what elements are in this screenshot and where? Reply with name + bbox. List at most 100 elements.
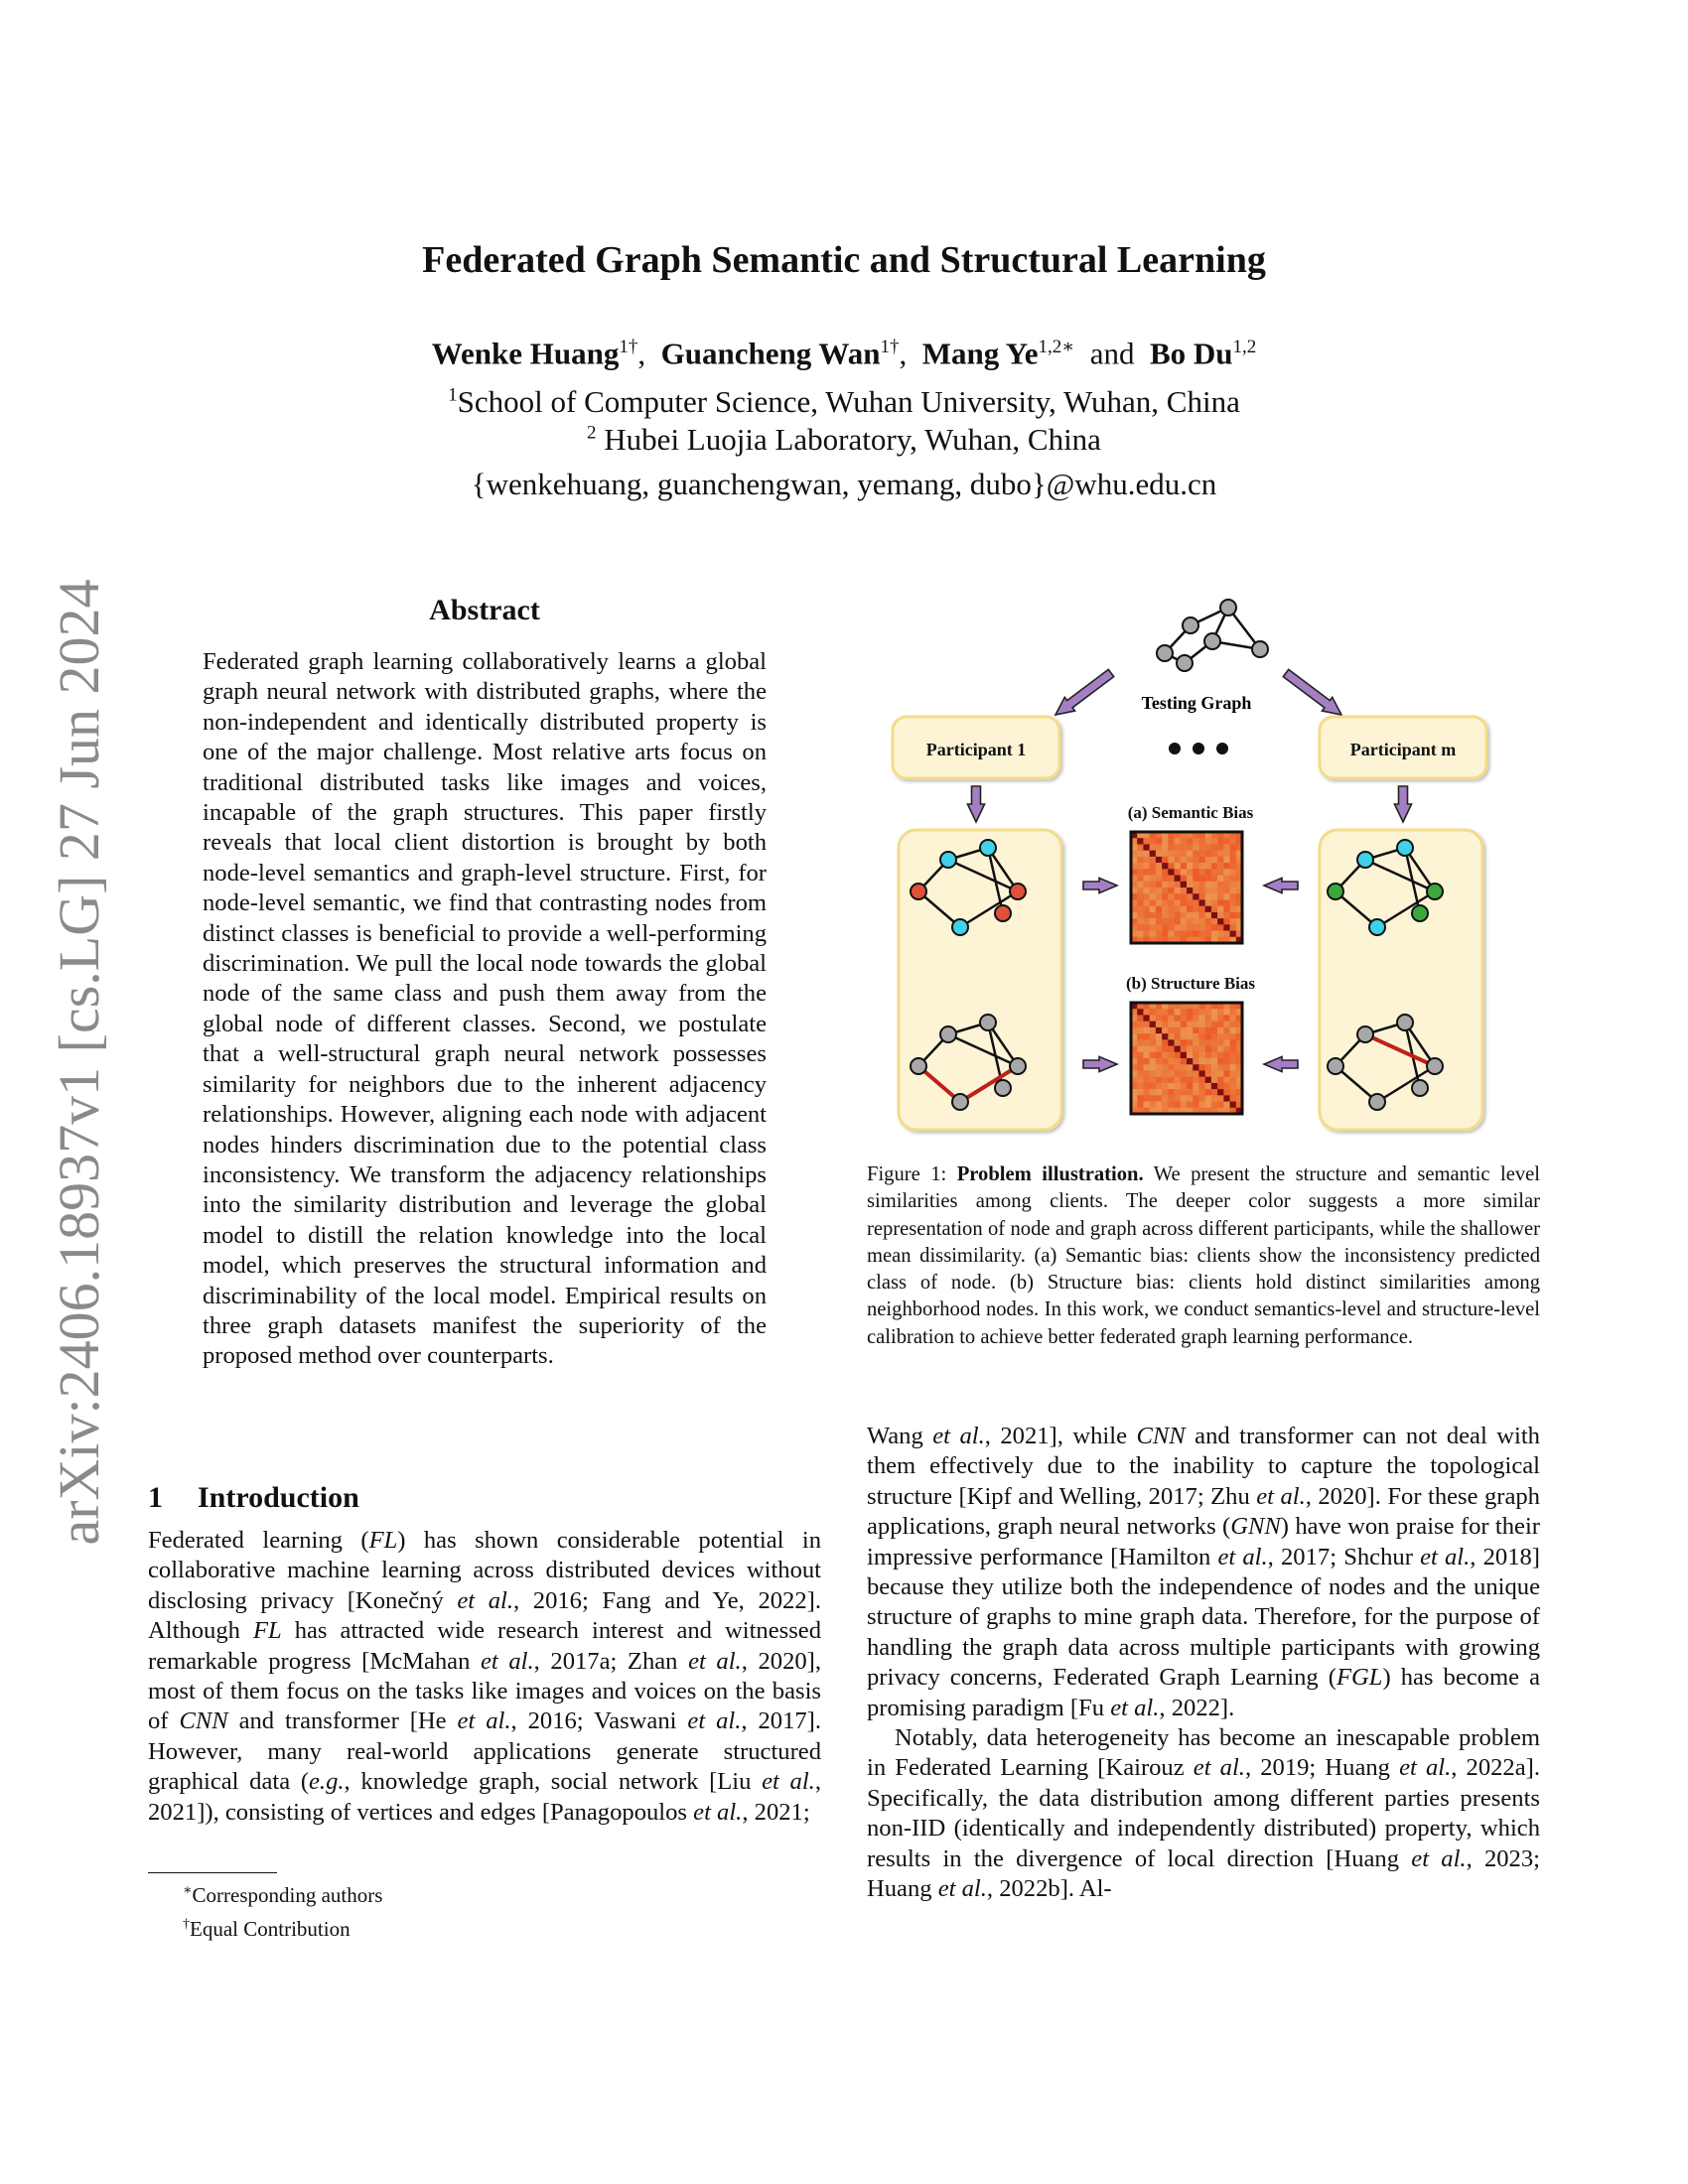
- structure-heatmap-cell: [1155, 1021, 1163, 1028]
- structure-heatmap-cell: [1155, 1009, 1163, 1016]
- semantic-graph-m-node: [1426, 883, 1444, 900]
- semantic-heatmap-cell: [1198, 863, 1205, 870]
- structure-heatmap-cell: [1229, 1051, 1237, 1059]
- structure-heatmap-cell: [1143, 1089, 1150, 1096]
- structure-heatmap-cell: [1210, 1051, 1218, 1059]
- structure-heatmap-cell: [1162, 1101, 1169, 1109]
- structure-heatmap-cell: [1131, 1009, 1138, 1016]
- structure-heatmap-cell: [1137, 1015, 1144, 1022]
- semantic-heatmap-cell: [1223, 918, 1230, 925]
- semantic-heatmap-cell: [1210, 832, 1218, 839]
- semantic-heatmap-cell: [1193, 918, 1199, 925]
- semantic-heatmap-cell: [1235, 936, 1243, 944]
- structure-heatmap-cell: [1143, 1045, 1150, 1053]
- semantic-heatmap-cell: [1229, 930, 1237, 938]
- semantic-heatmap-cell: [1223, 924, 1230, 931]
- structure-heatmap-cell: [1131, 1039, 1138, 1046]
- semantic-heatmap-cell: [1229, 887, 1237, 894]
- structure-heatmap-cell: [1137, 1070, 1144, 1077]
- semantic-heatmap-cell: [1223, 875, 1230, 883]
- structure-heatmap-cell: [1187, 1095, 1194, 1102]
- structure-heatmap-cell: [1131, 1082, 1138, 1090]
- structure-heatmap-cell: [1137, 1051, 1144, 1059]
- structure-heatmap-cell: [1131, 1089, 1138, 1096]
- author-sep: ,: [899, 336, 908, 371]
- semantic-heatmap-cell: [1217, 850, 1224, 858]
- semantic-heatmap-cell: [1217, 832, 1224, 839]
- semantic-heatmap-cell: [1149, 850, 1157, 858]
- semantic-heatmap-cell: [1187, 899, 1194, 906]
- semantic-heatmap-cell: [1137, 924, 1144, 931]
- structure-heatmap-cell: [1217, 1009, 1224, 1016]
- semantic-heatmap-cell: [1187, 863, 1194, 870]
- structure-heatmap-cell: [1229, 1015, 1237, 1022]
- semantic-heatmap-cell: [1193, 875, 1199, 883]
- structure-heatmap-cell: [1168, 1051, 1175, 1059]
- structure-heatmap-cell: [1174, 1021, 1182, 1028]
- structure-heatmap-cell: [1223, 1033, 1230, 1040]
- structure-heatmap-cell: [1174, 1082, 1182, 1090]
- structure-heatmap-cell: [1223, 1082, 1230, 1090]
- structure-heatmap-cell: [1187, 1076, 1194, 1084]
- semantic-heatmap-cell: [1162, 875, 1169, 883]
- structure-heatmap-frame: [1129, 1001, 1244, 1116]
- structure-heatmap-cell: [1168, 1101, 1175, 1109]
- semantic-heatmap-cell: [1204, 905, 1212, 913]
- structure-heatmap-cell: [1162, 1003, 1169, 1010]
- semantic-heatmap-cell: [1223, 905, 1230, 913]
- semantic-heatmap-cell: [1193, 869, 1199, 876]
- semantic-heatmap-cell: [1198, 850, 1205, 858]
- semantic-heatmap-cell: [1198, 887, 1205, 894]
- semantic-heatmap-cell: [1174, 887, 1182, 894]
- semantic-heatmap-cell: [1149, 844, 1157, 851]
- semantic-heatmap-cell: [1174, 924, 1182, 931]
- structure-heatmap-cell: [1223, 1051, 1230, 1059]
- semantic-heatmap-cell: [1180, 875, 1188, 883]
- structure-heatmap-cell: [1180, 1051, 1188, 1059]
- structure-heatmap-cell: [1204, 1033, 1212, 1040]
- structure-heatmap-cell: [1155, 1051, 1163, 1059]
- semantic-heatmap-cell: [1193, 844, 1199, 851]
- semantic-heatmap-cell: [1180, 869, 1188, 876]
- structure-heatmap-cell: [1210, 1095, 1218, 1102]
- structure-heatmap-cell: [1162, 1107, 1169, 1115]
- semantic-heatmap-cell: [1229, 899, 1237, 906]
- semantic-heatmap-cell: [1155, 881, 1163, 888]
- semantic-heatmap-cell: [1210, 838, 1218, 845]
- semantic-heatmap-cell: [1229, 832, 1237, 839]
- structure-heatmap-cell: [1204, 1039, 1212, 1046]
- structure-heatmap-cell: [1137, 1058, 1144, 1065]
- structure-heatmap-cell: [1229, 1064, 1237, 1071]
- structure-heatmap-cell: [1198, 1051, 1205, 1059]
- structure-heatmap-cell: [1217, 1039, 1224, 1046]
- structure-heatmap-cell: [1229, 1082, 1237, 1090]
- structure-heatmap-cell: [1198, 1076, 1205, 1084]
- structure-heatmap-cell: [1168, 1026, 1175, 1034]
- structure-heatmap-cell: [1217, 1064, 1224, 1071]
- structure-graph-1-edge: [947, 1032, 1019, 1068]
- semantic-heatmap-cell: [1193, 899, 1199, 906]
- structure-heatmap-cell: [1210, 1107, 1218, 1115]
- abstract-title: Abstract: [429, 594, 540, 626]
- structure-heatmap-cell: [1143, 1033, 1150, 1040]
- arrow-to-participant-m: [1282, 668, 1343, 717]
- structure-heatmap-cell: [1210, 1064, 1218, 1071]
- structure-heatmap-cell: [1204, 1064, 1212, 1071]
- figure-caption: Figure 1: Problem illustration. We prese…: [867, 1161, 1540, 1351]
- semantic-heatmap-cell: [1198, 924, 1205, 931]
- structure-heatmap-cell: [1143, 1064, 1150, 1071]
- structure-heatmap-cell: [1137, 1095, 1144, 1102]
- semantic-heatmap-cell: [1204, 850, 1212, 858]
- structure-heatmap-cell: [1229, 1021, 1237, 1028]
- structure-heatmap-cell: [1193, 1051, 1199, 1059]
- structure-heatmap-cell: [1210, 1058, 1218, 1065]
- semantic-heatmap-cell: [1149, 905, 1157, 913]
- structure-heatmap-cell: [1137, 1026, 1144, 1034]
- semantic-heatmap-cell: [1174, 930, 1182, 938]
- semantic-heatmap-cell: [1143, 869, 1150, 876]
- semantic-heatmap-cell: [1187, 887, 1194, 894]
- semantic-heatmap-cell: [1162, 856, 1169, 864]
- semantic-heatmap-cell: [1155, 844, 1163, 851]
- semantic-heatmap-cell: [1143, 899, 1150, 906]
- semantic-heatmap-cell: [1168, 905, 1175, 913]
